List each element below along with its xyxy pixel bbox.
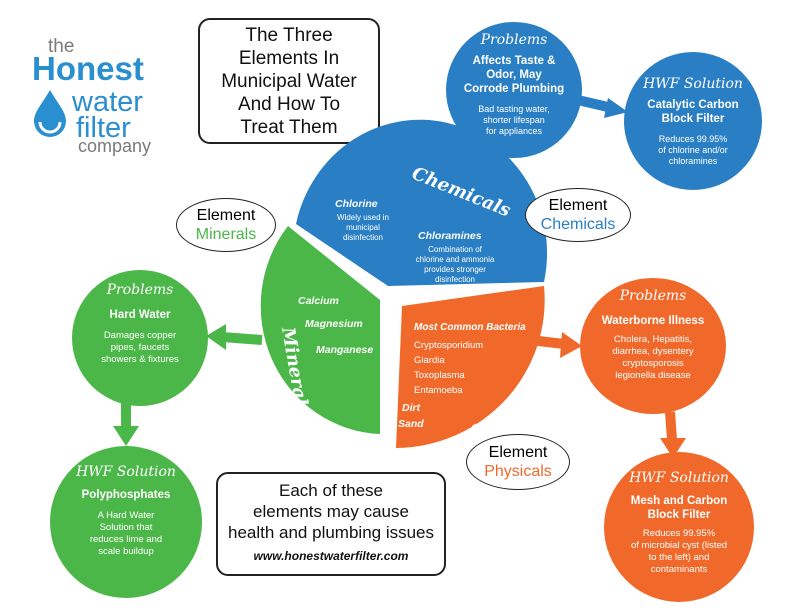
hwf-solution-title: HWF Solution — [76, 464, 176, 480]
chem-solution-circle: HWF Solution Catalytic Carbon Block Filt… — [624, 52, 762, 190]
logo-the: the — [48, 36, 75, 57]
problems-title: Problems — [106, 282, 174, 298]
logo: the Honest water filter company — [28, 36, 178, 156]
bacteria-title: Most Common Bacteria — [414, 322, 526, 333]
problems-title: Problems — [619, 288, 687, 304]
title-line: Municipal Water — [221, 71, 357, 92]
bacteria-list: Cryptosporidium Giardia Toxoplasma Entam… — [414, 338, 483, 398]
oval-element-physicals: Element Physicals — [466, 434, 570, 490]
info-line: health and plumbing issues — [227, 523, 435, 542]
chlorine-desc: Widely used in municipal disinfection — [336, 213, 390, 242]
mineral-calcium: Calcium — [298, 295, 339, 307]
problems-title: Problems — [480, 32, 548, 48]
pie-segment-chemicals — [296, 119, 548, 286]
bacteria-item: Toxoplasma — [414, 370, 465, 381]
bacteria-item: Entamoeba — [414, 385, 463, 396]
bottom-info-box: Each of these elements may cause health … — [216, 472, 446, 576]
arrow-chem-problems-to-solution — [576, 95, 628, 118]
phys-problems-circle: Problems Waterborne Illness Cholera, Hep… — [580, 278, 726, 414]
logo-honest: Honest — [32, 50, 144, 87]
chlorine-title: Chlorine — [335, 198, 378, 210]
title-line: And How To — [237, 94, 341, 115]
title-box: The Three Elements In Municipal Water An… — [198, 18, 380, 144]
bacteria-item: Cryptosporidium — [414, 340, 484, 351]
min-problems-circle: Problems Hard Water Damages copper pipes… — [72, 270, 208, 406]
physical-sand: Sand — [398, 418, 424, 430]
water-drop-icon — [34, 90, 66, 137]
title-line: The Three — [245, 25, 333, 46]
title-line: Elements In — [238, 48, 340, 69]
website-url[interactable]: www.honestwaterfilter.com — [253, 549, 409, 563]
chem-problems-circle: Problems Affects Taste & Odor, May Corro… — [446, 22, 582, 158]
hwf-solution-title: HWF Solution — [629, 470, 729, 486]
title-line: Treat Them — [240, 117, 338, 138]
info-line: elements may cause — [253, 502, 409, 521]
pie-segment-minerals — [260, 226, 380, 434]
bacteria-item: Giardia — [414, 355, 445, 366]
info-line: Each of these — [279, 481, 383, 500]
mineral-magnesium: Magnesium — [305, 318, 363, 330]
hwf-solution-title: HWF Solution — [643, 76, 743, 92]
logo-filter: filter — [76, 112, 131, 144]
chloramines-title: Chloramines — [418, 230, 482, 242]
oval-element-minerals: Element Minerals — [176, 198, 276, 252]
oval-element-chemicals: Element Chemicals — [525, 188, 631, 242]
arrow-min-to-problems — [206, 324, 263, 350]
arrow-phys-problems-to-solution — [660, 411, 686, 458]
physical-dirt: Dirt — [402, 402, 421, 414]
pie-segment-physicals — [396, 286, 545, 448]
phys-solution-circle: HWF Solution Mesh and Carbon Block Filte… — [604, 452, 754, 602]
logo-company: company — [78, 136, 152, 156]
min-solution-circle: HWF Solution Polyphosphates A Hard Water… — [50, 446, 202, 598]
mineral-manganese: Manganese — [316, 344, 374, 356]
chloramines-desc: Combination of chlorine and ammonia prov… — [415, 245, 495, 284]
logo-water: water — [72, 86, 143, 118]
